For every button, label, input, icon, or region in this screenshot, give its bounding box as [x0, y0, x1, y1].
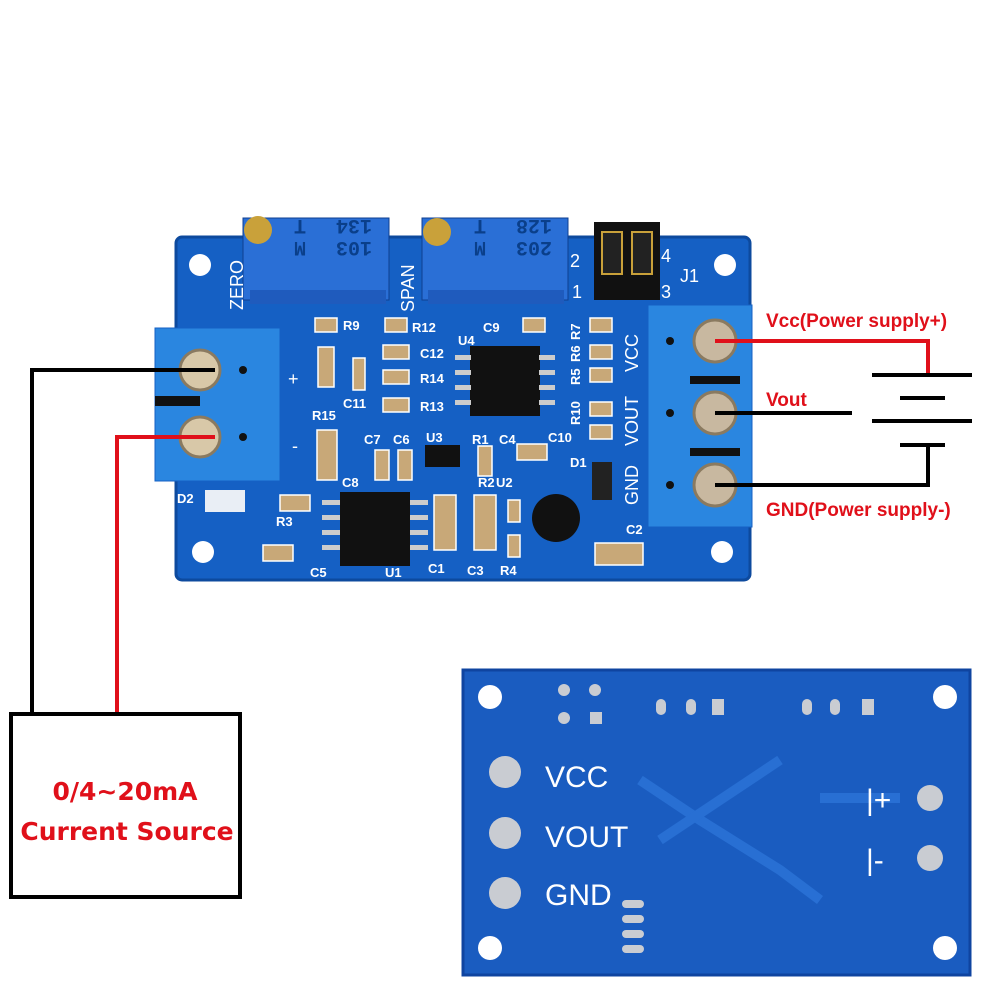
led-d2	[205, 490, 245, 512]
silkscreen-ref: D1	[570, 455, 587, 470]
silkscreen-ref: R10	[568, 401, 583, 425]
silkscreen-ref: R2	[478, 475, 495, 490]
back-minus-label: |-	[866, 844, 884, 877]
top-board: 103 134 M T ZERO SPAN 203 128 M T	[154, 213, 753, 582]
silkscreen-ref: R1	[472, 432, 489, 447]
silkscreen-ref: C1	[428, 561, 445, 576]
silkscreen-ref: C11	[343, 396, 366, 411]
silkscreen-ref: C12	[420, 346, 444, 361]
vout-label: Vout	[766, 390, 807, 411]
silkscreen-ref: C4	[499, 432, 516, 447]
pot-code: 103	[336, 235, 372, 258]
pot-code: 134	[336, 213, 372, 236]
jumper-pin-label: 3	[661, 282, 671, 302]
back-gnd-label: GND	[545, 879, 612, 912]
mount-hole	[192, 541, 214, 563]
pot-code: M	[474, 235, 486, 258]
mount-hole	[711, 541, 733, 563]
power-supply-wiring: Vcc(Power supply+) Vout GND(Power supply…	[715, 311, 972, 521]
vcc-wire	[715, 339, 930, 375]
silkscreen-ref: R12	[412, 320, 436, 335]
silkscreen-refs: R9 R12 U4 C9 R7 R6 R5 C12 R14 R13 R10 C1…	[177, 318, 643, 580]
zero-potentiometer[interactable]: 103 134 M T	[242, 213, 390, 304]
jumper-label: J1	[680, 266, 699, 286]
input-plus-label: +	[288, 369, 299, 389]
smd-components	[262, 317, 644, 566]
ic-u4	[455, 346, 555, 416]
pot-code: 128	[516, 213, 552, 236]
zero-label: ZERO	[227, 260, 247, 310]
back-vout-label: VOUT	[545, 821, 628, 854]
vcc-pin-label: VCC	[622, 334, 642, 372]
silkscreen-ref: U3	[426, 430, 443, 445]
pot-code: T	[474, 213, 486, 236]
pot-code: M	[294, 235, 306, 258]
output-terminal-block[interactable]	[647, 304, 753, 528]
silkscreen-ref: R7	[568, 323, 583, 340]
silkscreen-ref: C5	[310, 565, 327, 580]
silkscreen-ref: U2	[496, 475, 513, 490]
silkscreen-ref: R14	[420, 371, 445, 386]
silkscreen-ref: C9	[483, 320, 500, 335]
jumper-pin-label: 4	[661, 246, 671, 266]
silkscreen-ref: U1	[385, 565, 402, 580]
silkscreen-ref: U4	[458, 333, 475, 348]
silkscreen-ref: R15	[312, 408, 336, 423]
vcc-label: Vcc(Power supply+)	[766, 311, 947, 332]
negative-wire	[30, 368, 215, 713]
current-source-box	[9, 712, 242, 899]
jumper-j1[interactable]	[594, 222, 660, 300]
input-minus-label: -	[292, 436, 298, 456]
silkscreen-ref: D2	[177, 491, 194, 506]
battery-icon	[872, 373, 972, 447]
silkscreen-ref: C10	[548, 430, 572, 445]
silkscreen-ref: C2	[626, 522, 643, 537]
mount-hole	[714, 254, 736, 276]
regulator-u2	[532, 494, 580, 542]
silkscreen-ref: C7	[364, 432, 381, 447]
current-source-wiring: 0/4~20mA Current Source	[9, 368, 242, 899]
silkscreen-ref: R13	[420, 399, 444, 414]
span-potentiometer[interactable]: 203 128 M T	[421, 213, 569, 304]
ic-u1	[322, 492, 428, 566]
silkscreen-ref: C3	[467, 563, 484, 578]
bottom-board: VCC VOUT GND |+ |-	[461, 668, 972, 977]
gnd-wire	[715, 445, 930, 487]
silkscreen-ref: C6	[393, 432, 410, 447]
gnd-pin-label: GND	[622, 465, 642, 505]
silkscreen-ref: R3	[276, 514, 293, 529]
back-plus-label: |+	[866, 784, 891, 817]
silkscreen-ref: C8	[342, 475, 359, 490]
silkscreen-ref: R6	[568, 345, 583, 362]
current-source-label: Current Source	[20, 817, 233, 846]
positive-wire	[115, 435, 215, 713]
ic-u3	[425, 445, 460, 467]
input-terminal-block[interactable]	[154, 327, 281, 482]
back-vcc-label: VCC	[545, 761, 608, 794]
jumper-pin-label: 2	[570, 251, 580, 271]
jumper-pin-label: 1	[572, 282, 582, 302]
current-range-label: 0/4~20mA	[52, 777, 198, 806]
gnd-label: GND(Power supply-)	[766, 500, 951, 521]
silkscreen-ref: R9	[343, 318, 360, 333]
mount-hole	[189, 254, 211, 276]
pot-code: 203	[516, 235, 552, 258]
diode-d1	[592, 462, 612, 500]
span-label: SPAN	[398, 264, 418, 312]
silkscreen-ref: R4	[500, 563, 517, 578]
pot-code: T	[294, 213, 306, 236]
silkscreen-ref: R5	[568, 368, 583, 385]
vout-pin-label: VOUT	[622, 396, 642, 446]
